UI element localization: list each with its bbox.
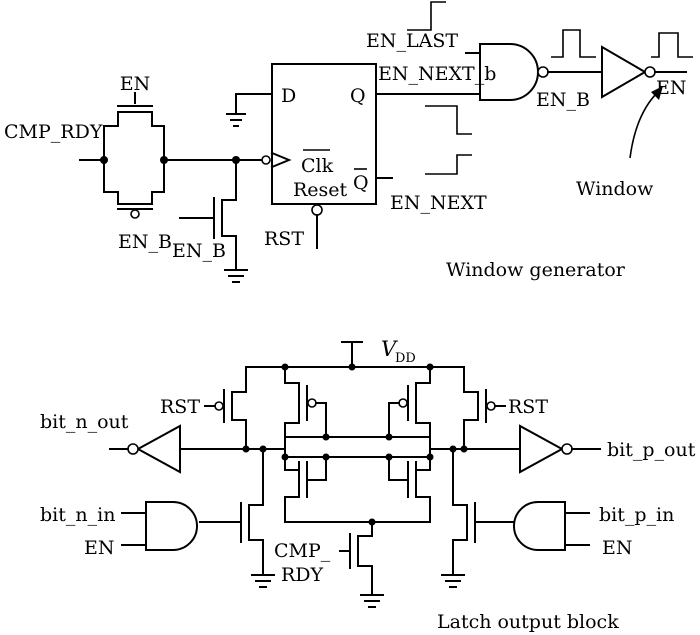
- en-b-nmos-label: EN_B: [172, 240, 226, 262]
- output-buffers: bit_n_out bit_p_out: [40, 411, 696, 474]
- bit-p-in-label: bit_p_in: [599, 504, 674, 526]
- en-next-b-label: EN_NEXT_b: [378, 63, 496, 85]
- vdd-supply: V DD: [245, 337, 465, 371]
- ff-qbar-label: Q: [353, 172, 369, 194]
- d-flip-flop: D Q Clk Reset Q RST: [226, 63, 377, 250]
- en-label: EN: [120, 73, 151, 95]
- ff-d-label: D: [281, 85, 296, 107]
- bit-n-in-label: bit_n_in: [40, 504, 115, 526]
- left-rst-pmos: RST: [160, 366, 247, 450]
- cmp-rdy-label: CMP_RDY: [4, 121, 103, 143]
- en-right-label: EN: [602, 537, 633, 559]
- rst-left-label: RST: [160, 396, 200, 418]
- ff-q-label: Q: [350, 85, 366, 107]
- en-b-out-label: EN_B: [536, 89, 590, 111]
- output-inverter: EN Window: [576, 32, 693, 200]
- rst-right-label: RST: [508, 396, 548, 418]
- en-b-tg-label: EN_B: [118, 231, 172, 253]
- rst-label: RST: [264, 228, 304, 250]
- ff-reset-label: Reset: [293, 179, 348, 201]
- window-label: Window: [576, 178, 654, 200]
- vdd-subscript: DD: [395, 351, 416, 366]
- reset-nmos: EN_B: [172, 159, 248, 283]
- cmp-label: CMP_: [274, 540, 331, 562]
- right-input-nmos: [441, 448, 515, 588]
- tail-nmos: CMP_ RDY: [274, 521, 384, 608]
- right-and-gate: bit_p_in EN: [513, 501, 674, 559]
- bit-n-out-label: bit_n_out: [40, 411, 129, 433]
- vdd-label: V: [381, 337, 398, 361]
- q-outputs: EN_NEXT_b EN_NEXT EN_LAST: [366, 1, 496, 214]
- window-generator: EN EN_B CMP_RDY: [4, 1, 693, 283]
- en-next-label: EN_NEXT: [390, 192, 487, 214]
- bit-p-out-label: bit_p_out: [607, 439, 696, 461]
- en-out-label: EN: [656, 77, 687, 99]
- en-last-label: EN_LAST: [366, 30, 458, 52]
- nand-gate: EN_B: [479, 29, 603, 111]
- transmission-gate: EN EN_B CMP_RDY: [4, 73, 263, 253]
- window-generator-caption: Window generator: [446, 259, 626, 281]
- cross-coupled-core: [281, 366, 434, 526]
- en-left-label: EN: [84, 537, 115, 559]
- right-rst-pmos: RST: [463, 366, 548, 450]
- latch-output-caption: Latch output block: [437, 611, 619, 633]
- rdy-label: RDY: [281, 564, 324, 586]
- latch-output-block: V DD RST RST: [40, 337, 696, 633]
- left-and-gate: bit_n_in EN: [40, 501, 198, 559]
- left-input-nmos: [199, 448, 275, 588]
- ff-clk-label: Clk: [301, 155, 334, 177]
